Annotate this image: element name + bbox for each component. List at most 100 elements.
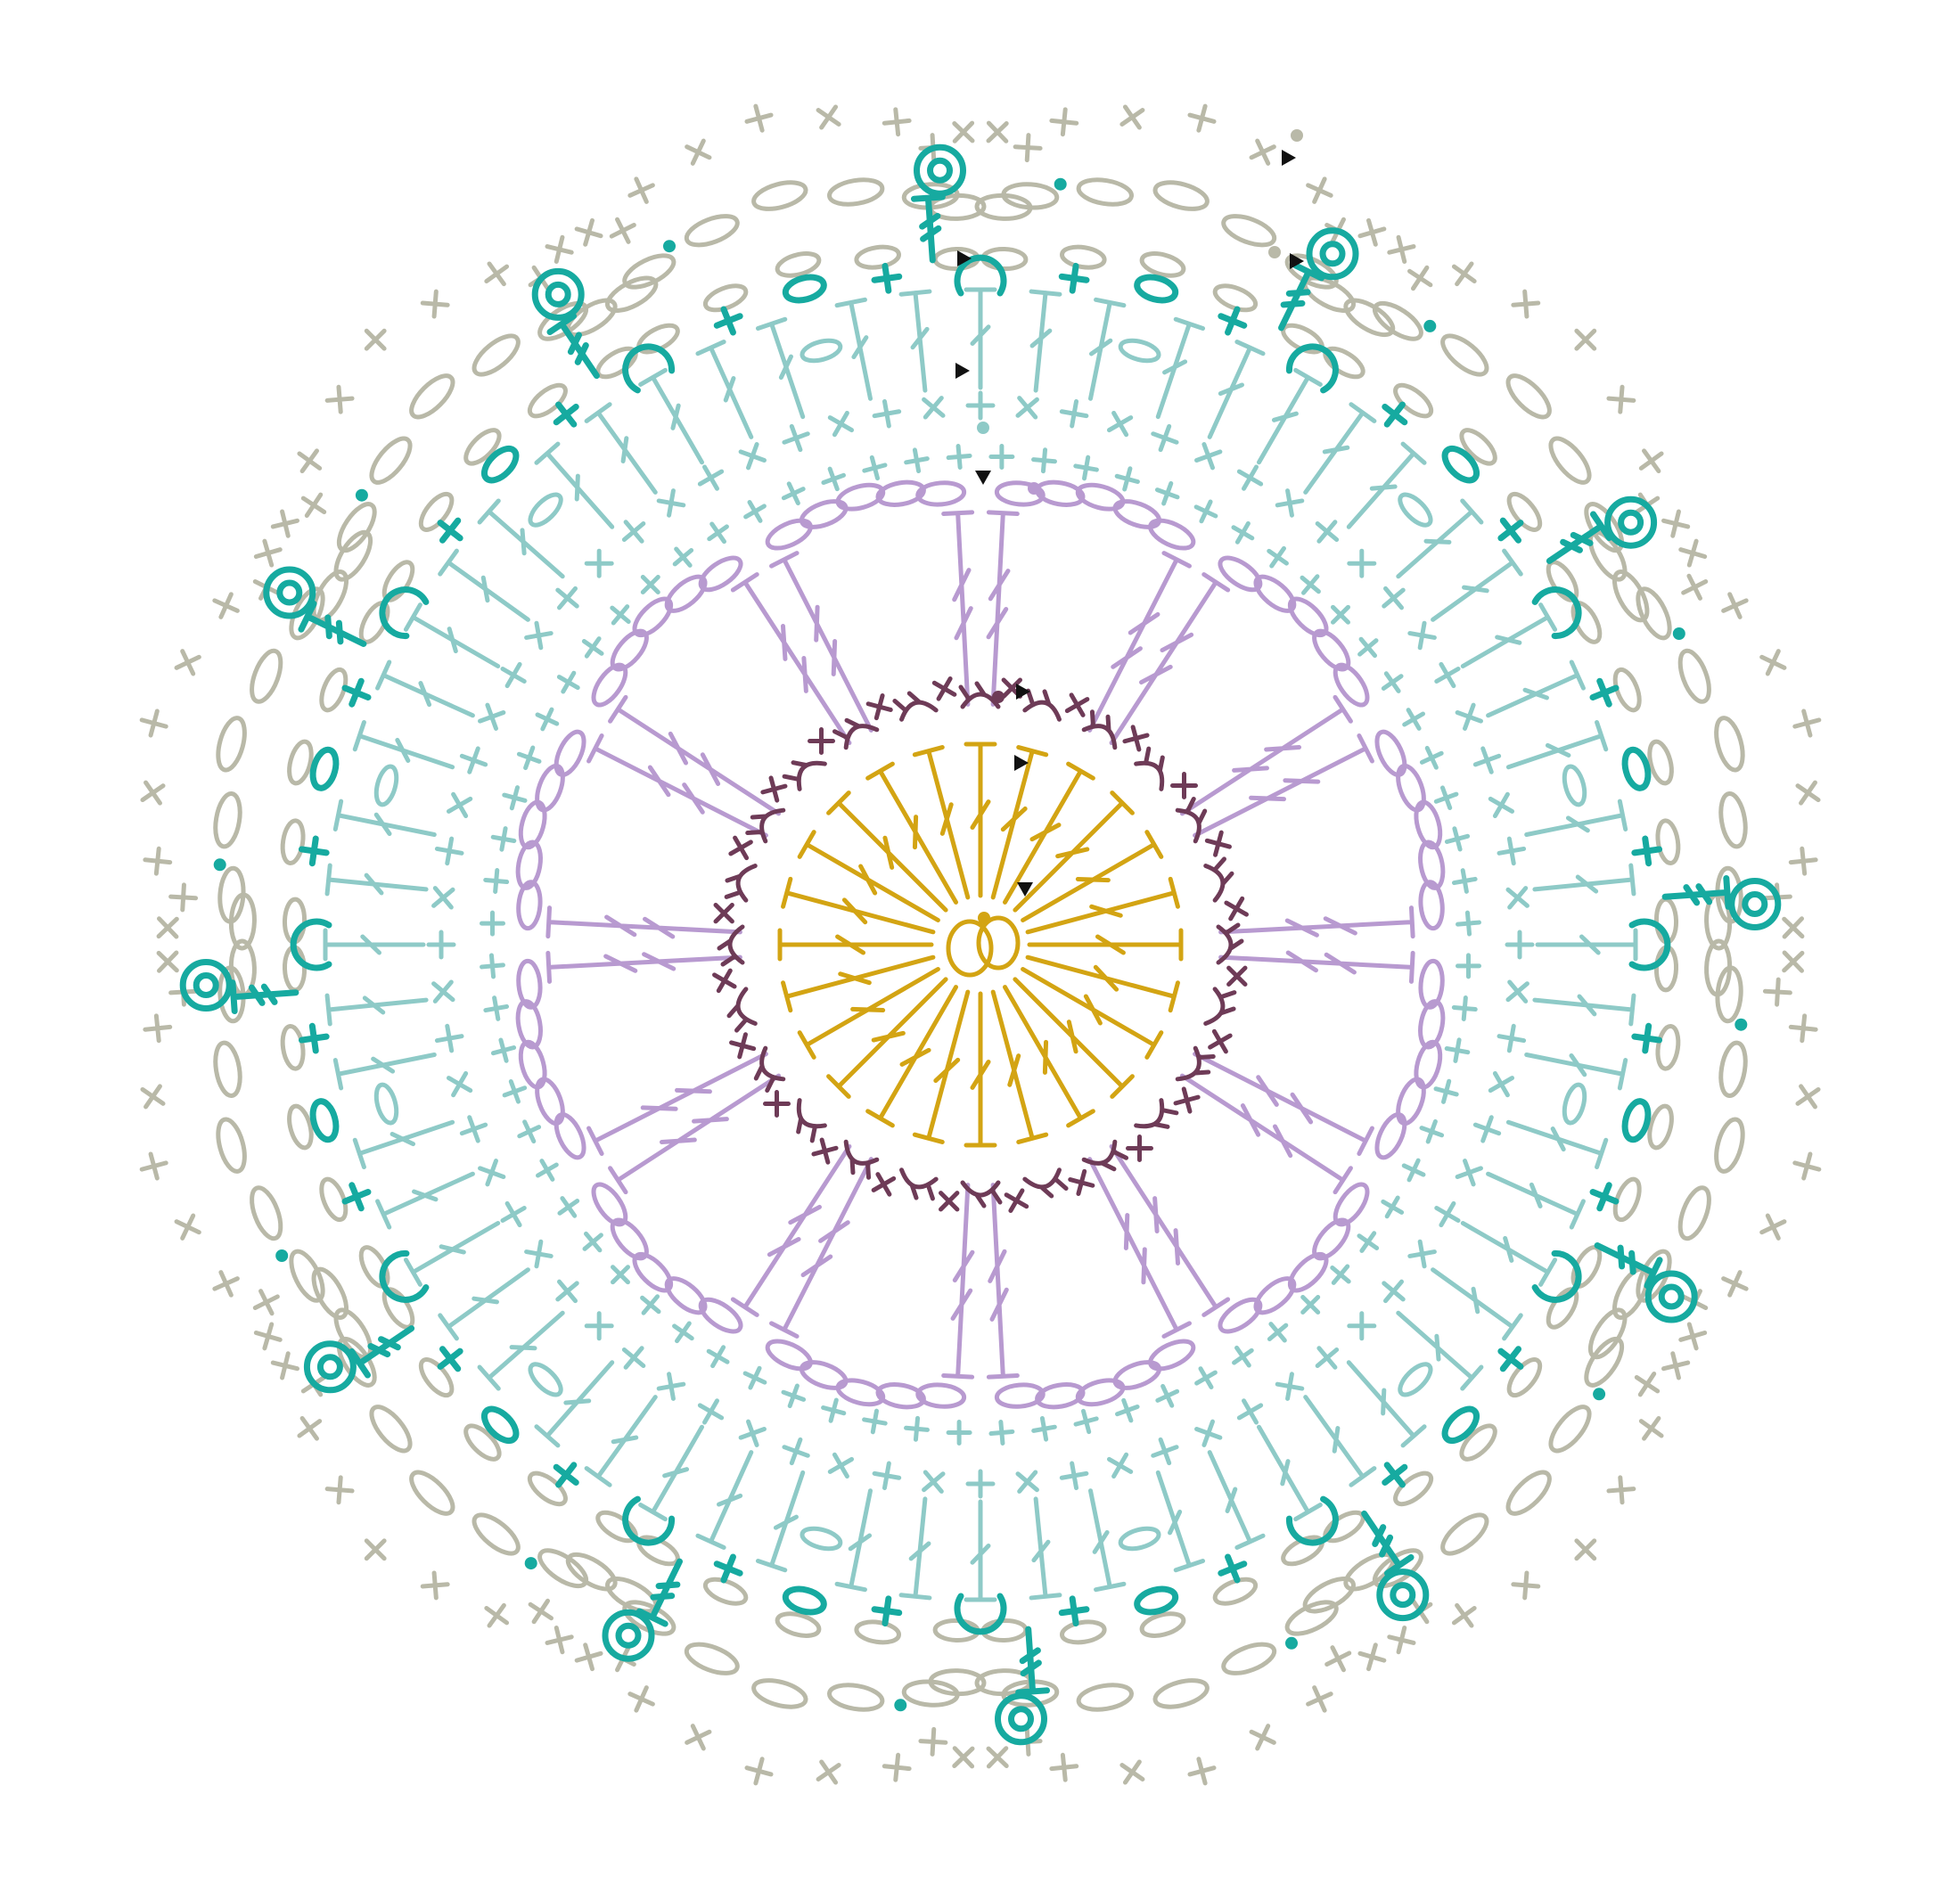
stitch-stroke bbox=[980, 114, 1015, 150]
double-crochet-icon bbox=[783, 879, 937, 946]
chain-icon bbox=[525, 1359, 565, 1399]
single-crochet-icon bbox=[150, 944, 185, 979]
stitch-stroke bbox=[1507, 932, 1532, 957]
single-crochet-icon bbox=[586, 551, 611, 576]
chain-icon bbox=[1456, 1421, 1500, 1464]
stitch-stroke bbox=[709, 965, 741, 997]
chain-icon bbox=[1152, 177, 1210, 214]
stitch-stroke bbox=[883, 1754, 911, 1782]
stitch-stroke bbox=[693, 461, 727, 495]
stitch-stroke bbox=[1445, 1038, 1470, 1063]
stitch-stroke bbox=[779, 479, 808, 508]
single-crochet-icon bbox=[554, 1192, 583, 1222]
single-crochet-icon bbox=[1067, 1168, 1095, 1197]
single-crochet-icon bbox=[616, 1340, 651, 1375]
stitch-stroke bbox=[682, 135, 715, 168]
stitch-stroke bbox=[1533, 865, 1634, 904]
double-crochet-icon bbox=[896, 1170, 938, 1202]
stitch-stroke bbox=[1504, 1109, 1605, 1167]
stitch-stroke bbox=[496, 1197, 530, 1231]
double-crochet-icon bbox=[1338, 1353, 1424, 1446]
chain-icon bbox=[1395, 489, 1435, 529]
chain-icon bbox=[1061, 1619, 1106, 1645]
stitch-stroke bbox=[1295, 569, 1325, 600]
treble-crochet-icon bbox=[944, 512, 982, 705]
stitch-stroke bbox=[524, 1240, 553, 1268]
stitch-stroke bbox=[811, 1137, 840, 1166]
single-crochet-icon bbox=[1386, 1625, 1416, 1655]
chain-icon bbox=[1111, 1357, 1162, 1393]
stitch-stroke bbox=[990, 1421, 1013, 1444]
chain-icon bbox=[1077, 176, 1133, 208]
chain-icon bbox=[461, 1421, 504, 1464]
single-crochet-icon bbox=[502, 785, 528, 811]
double-crochet-icon bbox=[440, 551, 537, 631]
stitch-stroke bbox=[811, 100, 846, 135]
single-crochet-icon bbox=[1103, 406, 1136, 440]
double-crochet-icon bbox=[1144, 319, 1202, 421]
stitch-stroke bbox=[920, 1729, 947, 1756]
chain-icon bbox=[695, 552, 745, 595]
single-crochet-icon bbox=[668, 1317, 698, 1347]
stitch-stroke bbox=[135, 1079, 170, 1114]
single-crochet-icon bbox=[550, 1274, 585, 1308]
stitch-stroke bbox=[611, 1064, 787, 1192]
stitch-stroke bbox=[1114, 466, 1140, 492]
double-crochet-icon bbox=[1533, 865, 1634, 904]
single-crochet-icon bbox=[209, 589, 242, 622]
stitch-stroke bbox=[1103, 1448, 1136, 1482]
stitch-stroke bbox=[1377, 668, 1406, 697]
chain-icon bbox=[1135, 1585, 1178, 1617]
single-crochet-icon bbox=[873, 1462, 901, 1490]
single-crochet-icon bbox=[1204, 1026, 1236, 1058]
single-crochet-icon bbox=[1513, 1572, 1539, 1599]
stitch-stroke bbox=[743, 103, 774, 134]
double-crochet-icon bbox=[724, 989, 756, 1031]
single-crochet-icon bbox=[1661, 509, 1691, 539]
stitch-stroke bbox=[616, 514, 651, 549]
stitch-stroke bbox=[496, 658, 530, 692]
stitch-stroke bbox=[1193, 1417, 1225, 1449]
double-crochet-icon bbox=[783, 1101, 826, 1143]
stitch-stroke bbox=[422, 1572, 448, 1599]
stitch-stroke bbox=[944, 1184, 982, 1377]
stitch-stroke bbox=[1220, 960, 1253, 993]
stitch-stroke bbox=[905, 1417, 928, 1440]
stitch-stroke bbox=[554, 668, 583, 697]
stitch-stroke bbox=[1677, 537, 1709, 569]
double-crochet-icon bbox=[327, 865, 428, 904]
chain-icon bbox=[365, 1401, 416, 1457]
picot-icon bbox=[1745, 895, 1765, 914]
stitch-stroke bbox=[458, 744, 490, 776]
stitch-stroke bbox=[1403, 261, 1438, 296]
stitch-stroke bbox=[783, 879, 937, 946]
stitch-stroke bbox=[549, 1457, 584, 1492]
stitch-stroke bbox=[171, 646, 204, 679]
stitch-stroke bbox=[862, 1409, 887, 1434]
stitch-stroke bbox=[378, 1161, 479, 1227]
stitch-stroke bbox=[980, 1740, 1015, 1775]
chain-icon bbox=[764, 515, 815, 554]
double-crochet-icon bbox=[1524, 801, 1626, 848]
picot-icon bbox=[1323, 244, 1342, 264]
stitch-stroke bbox=[1204, 1026, 1236, 1058]
stitch-stroke bbox=[1497, 837, 1526, 865]
single-crochet-icon bbox=[636, 569, 666, 600]
single-crochet-icon bbox=[1192, 1364, 1221, 1393]
stitch-stroke bbox=[1757, 646, 1790, 679]
stitch-stroke bbox=[252, 1321, 283, 1352]
single-crochet-icon bbox=[1060, 1462, 1088, 1490]
stitch-stroke bbox=[916, 390, 951, 425]
stitch-stroke bbox=[1060, 399, 1088, 428]
single-crochet-icon bbox=[144, 1014, 171, 1042]
stitch-stroke bbox=[758, 319, 816, 421]
picot-icon bbox=[1012, 1709, 1031, 1729]
stitch-stroke bbox=[780, 422, 812, 455]
stitch-stroke bbox=[914, 748, 981, 901]
single-crochet-icon bbox=[1718, 589, 1751, 622]
stitch-stroke bbox=[1246, 135, 1279, 168]
chain-icon bbox=[827, 1682, 883, 1713]
stitch-stroke bbox=[736, 1417, 768, 1449]
stitch-stroke bbox=[1757, 1210, 1790, 1243]
single-crochet-icon bbox=[1513, 291, 1539, 317]
